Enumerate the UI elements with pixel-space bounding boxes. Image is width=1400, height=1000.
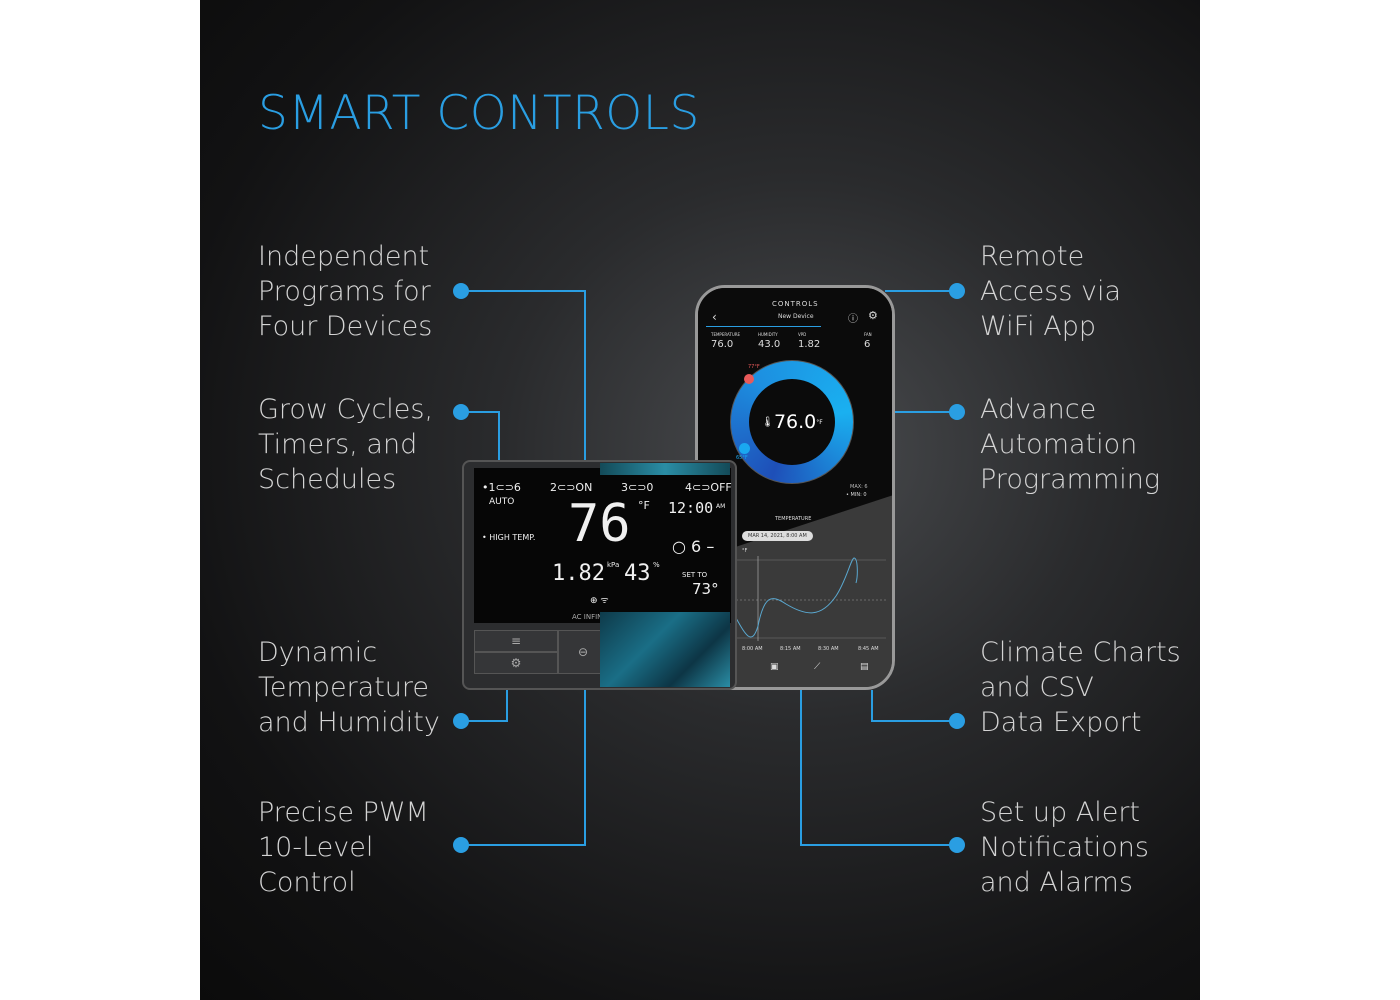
device-name: New Device xyxy=(778,313,814,320)
port-4: 4⊂⊃OFF xyxy=(685,481,732,494)
vpd-readout: 1.82 xyxy=(552,561,605,586)
am-pm: AM xyxy=(716,503,726,510)
chart-tooltip: MAR 14, 2021, 8:00 AM xyxy=(742,531,813,541)
feature-dynamic-temp: Dynamic Temperature and Humidity xyxy=(258,637,440,738)
stat-vpd: 1.82 xyxy=(798,339,821,350)
alert-label: • HIGH TEMP. xyxy=(482,533,536,542)
page-title: SMART CONTROLS xyxy=(258,86,700,141)
temp-unit: °F xyxy=(638,499,650,512)
x-tick: 8:00 AM xyxy=(742,646,763,652)
connector-dot xyxy=(453,837,469,853)
brand-label: AC INFIN xyxy=(572,613,603,621)
stat-label: FAN xyxy=(864,332,872,337)
chart-tab-icon[interactable]: ⟋ xyxy=(814,662,821,672)
high-setpoint-label: 77°F xyxy=(748,364,760,370)
feature-climate-charts: Climate Charts and CSV Data Export xyxy=(980,637,1181,738)
settings-button[interactable]: ⚙ xyxy=(474,652,558,674)
set-value: 73° xyxy=(692,580,719,598)
connector-dot xyxy=(949,283,965,299)
connector-dot xyxy=(949,404,965,420)
temperature-line xyxy=(736,557,858,638)
vpd-unit: kPa xyxy=(607,561,620,569)
connector-dot xyxy=(453,713,469,729)
thermometer-icon: 🌡 xyxy=(761,416,774,428)
stat-label: HUMIDITY xyxy=(758,332,778,337)
circuit-board-inset xyxy=(600,463,730,475)
stat-label: TEMPERATURE xyxy=(711,332,741,337)
high-setpoint-handle[interactable] xyxy=(744,374,754,384)
x-tick: 8:15 AM xyxy=(780,646,801,652)
chart-title: TEMPERATURE xyxy=(775,516,812,522)
mode-button[interactable]: ⊖ xyxy=(558,630,608,674)
tab-indicator xyxy=(706,326,821,327)
connector-dot xyxy=(453,283,469,299)
controller-device: •1⊂⊃6 2⊂⊃ON 3⊂⊃0 4⊂⊃OFF AUTO • HIGH TEMP… xyxy=(462,460,737,690)
port-1: •1⊂⊃6 xyxy=(482,481,521,494)
time-readout: 12:00 xyxy=(668,499,714,517)
log-tab-icon[interactable]: ▤ xyxy=(860,662,869,672)
temperature-readout: 76 xyxy=(568,494,631,554)
feature-automation: Advance Automation Programming xyxy=(980,394,1161,495)
fan-max: MAX: 6 xyxy=(850,484,868,490)
device-tab-icon[interactable]: ▣ xyxy=(770,662,779,672)
fan-level: ○ 6 – xyxy=(672,537,715,556)
temperature-chart xyxy=(736,556,886,641)
humidity-readout: 43 xyxy=(624,561,651,586)
low-setpoint-label: 65°F xyxy=(736,455,748,461)
menu-button[interactable]: ≡ xyxy=(474,630,558,652)
connector-dot xyxy=(453,404,469,420)
stat-label: VPD xyxy=(798,332,807,337)
chart-y-unit: °F xyxy=(742,548,748,554)
gear-icon[interactable]: ⚙ xyxy=(868,309,878,322)
feature-alerts: Set up Alert Notifications and Alarms xyxy=(980,797,1149,898)
back-icon[interactable]: ‹ xyxy=(712,310,717,324)
x-tick: 8:30 AM xyxy=(818,646,839,652)
port-3: 3⊂⊃0 xyxy=(621,481,654,494)
stat-temperature: 76.0 xyxy=(711,339,734,350)
wifi-icon: ⊕ ᯤ xyxy=(590,596,609,606)
gauge-unit: °F xyxy=(816,418,823,426)
feature-pwm: Precise PWM 10-Level Control xyxy=(258,797,429,898)
feature-grow-cycles: Grow Cycles, Timers, and Schedules xyxy=(258,394,434,495)
feature-remote-access: Remote Access via WiFi App xyxy=(980,241,1122,342)
fan-min: • MIN: 0 xyxy=(846,492,867,498)
feature-independent-programs: Independent Programs for Four Devices xyxy=(258,241,433,342)
app-header: CONTROLS xyxy=(772,300,819,308)
connector-dot xyxy=(949,713,965,729)
stat-humidity: 43.0 xyxy=(758,339,781,350)
humidity-unit: % xyxy=(653,561,660,569)
low-setpoint-handle[interactable] xyxy=(739,443,750,454)
set-to-label: SET TO xyxy=(682,571,708,579)
port-2: 2⊂⊃ON xyxy=(550,481,593,494)
stat-fan: 6 xyxy=(864,339,871,350)
temperature-gauge[interactable]: 🌡76.0°F xyxy=(730,360,854,484)
circuit-board-inset xyxy=(600,612,730,687)
info-icon[interactable]: ⓘ xyxy=(848,314,858,325)
gauge-value: 76.0 xyxy=(773,411,817,433)
mode-label: AUTO xyxy=(489,497,515,507)
controller-screen xyxy=(474,468,731,623)
x-tick: 8:45 AM xyxy=(858,646,879,652)
connector-dot xyxy=(949,837,965,853)
